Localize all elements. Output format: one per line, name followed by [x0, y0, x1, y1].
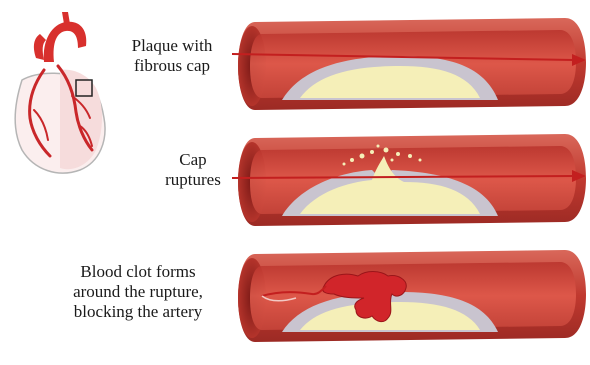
caption-line: Blood clot forms: [38, 262, 238, 282]
panel-3-caption: Blood clot forms around the rupture, blo…: [38, 262, 238, 322]
caption-line: Cap: [148, 150, 238, 170]
artery-panel-2: [232, 134, 586, 226]
caption-line: ruptures: [148, 170, 238, 190]
artery-panel-3: [238, 250, 586, 342]
caption-line: Plaque with: [112, 36, 232, 56]
caption-line: fibrous cap: [112, 56, 232, 76]
panel-2-caption: Cap ruptures: [148, 150, 238, 190]
artery-panel-1: [232, 18, 586, 110]
heart-illustration: [15, 12, 105, 173]
caption-line: blocking the artery: [38, 302, 238, 322]
caption-line: around the rupture,: [38, 282, 238, 302]
aortic-branch: [62, 12, 70, 24]
aorta-arch: [44, 22, 87, 62]
panel-1-caption: Plaque with fibrous cap: [112, 36, 232, 76]
